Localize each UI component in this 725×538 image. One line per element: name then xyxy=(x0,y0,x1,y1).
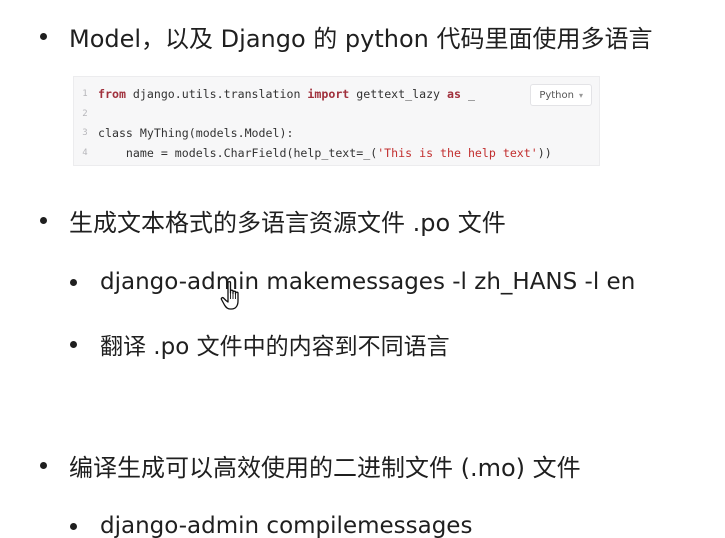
bullet-dot xyxy=(70,278,77,286)
bullet-text: 生成文本格式的多语言资源文件 .po 文件 xyxy=(69,208,506,237)
line-number: 2 xyxy=(82,109,88,119)
code-line: 1 from django.utils.translation import ge… xyxy=(74,84,475,104)
language-selector[interactable]: Python ▾ xyxy=(530,84,592,106)
bullet-text: django-admin compilemessages xyxy=(100,513,473,538)
bullet-dot xyxy=(70,522,77,530)
code-line: 2 xyxy=(74,104,98,124)
bullet-item: Model，以及 Django 的 python 代码里面使用多语言 xyxy=(40,20,653,53)
bullet-text: 翻译 .po 文件中的内容到不同语言 xyxy=(100,334,450,360)
bullet-dot xyxy=(40,461,47,469)
keyword: as xyxy=(447,87,461,101)
code-token: name = models.CharField(help_text=_( xyxy=(98,146,378,160)
hand-pointer-icon xyxy=(220,281,239,310)
code-line: 3 class MyThing(models.Model): xyxy=(74,123,293,143)
code-token: _ xyxy=(461,87,475,101)
code-line: 4 name = models.CharField(help_text=_('T… xyxy=(74,143,552,163)
code-block: 1 from django.utils.translation import ge… xyxy=(73,76,600,166)
line-number: 3 xyxy=(82,128,88,138)
bullet-item: 生成文本格式的多语言资源文件 .po 文件 xyxy=(40,204,506,237)
string-literal: 'This is the help text' xyxy=(377,146,538,160)
bullet-text: django-admin makemessages -l zh_HANS -l … xyxy=(100,269,636,295)
bullet-dot xyxy=(70,340,77,348)
code-token: django.utils.translation xyxy=(125,87,308,101)
line-number: 4 xyxy=(82,148,88,158)
code-token: )) xyxy=(537,146,552,160)
line-number: 1 xyxy=(82,89,88,99)
bullet-text: 编译生成可以高效使用的二进制文件 (.mo) 文件 xyxy=(69,453,581,482)
keyword: from xyxy=(98,87,126,101)
sub-bullet-item: 翻译 .po 文件中的内容到不同语言 xyxy=(70,328,450,360)
code-token: gettext_lazy xyxy=(349,87,448,101)
bullet-item: 编译生成可以高效使用的二进制文件 (.mo) 文件 xyxy=(40,449,581,482)
sub-bullet-item: django-admin compilemessages xyxy=(70,510,472,538)
keyword: import xyxy=(307,87,350,101)
bullet-dot xyxy=(40,216,47,224)
sub-bullet-item: django-admin makemessages -l zh_HANS -l … xyxy=(70,266,635,298)
chevron-down-icon: ▾ xyxy=(578,90,583,100)
bullet-text: Model，以及 Django 的 python 代码里面使用多语言 xyxy=(69,24,653,53)
bullet-dot xyxy=(40,32,47,40)
code-token: class MyThing(models.Model): xyxy=(98,126,294,140)
language-label: Python xyxy=(539,89,574,101)
